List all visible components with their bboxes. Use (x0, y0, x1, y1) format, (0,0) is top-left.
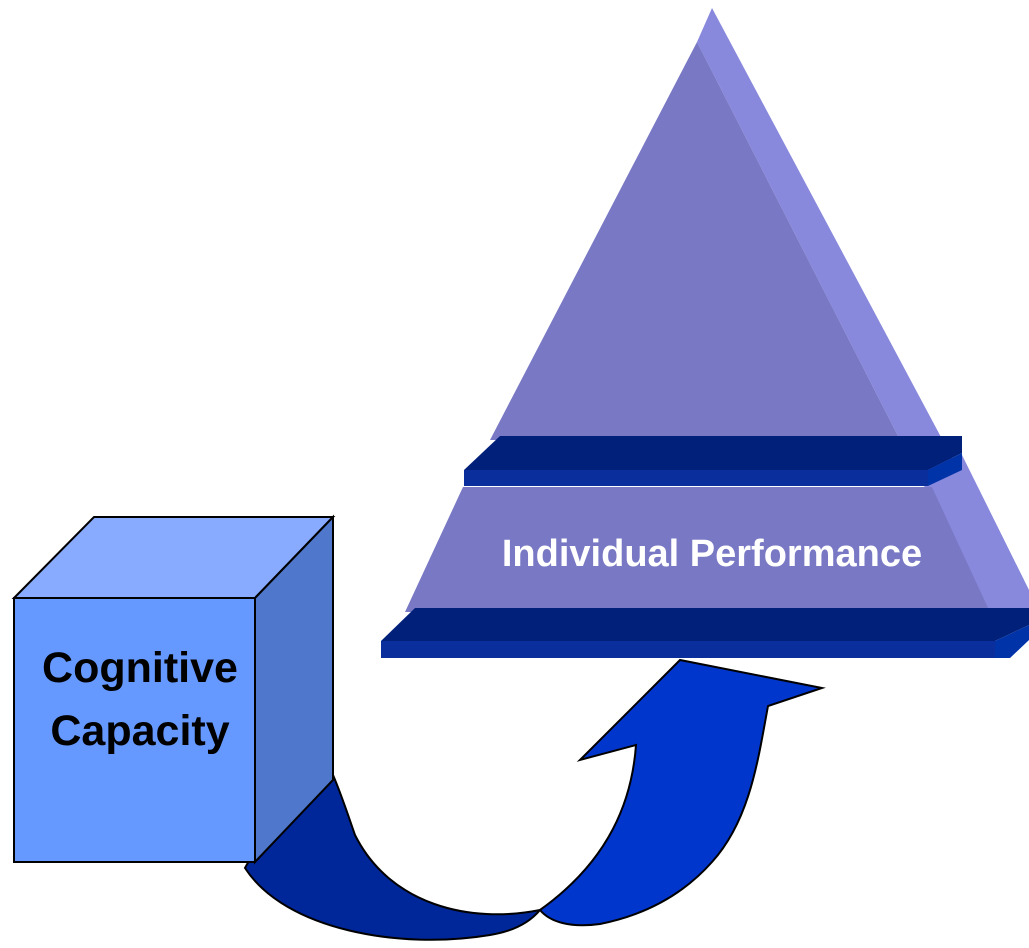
pyramid-top-section (490, 42, 900, 440)
pyramid-middle-side (932, 455, 1029, 612)
curved-arrow (243, 658, 826, 941)
cube-front-face (13, 597, 256, 863)
cube-label-line1: Cognitive (42, 644, 238, 692)
lower-band (381, 608, 1029, 658)
pyramid: Individual Performance (381, 8, 1029, 658)
cognitive-capacity-cube: Cognitive Capacity (11, 514, 336, 865)
upper-band (464, 436, 962, 486)
arrow-front-ribbon (538, 658, 826, 927)
pyramid-middle-section (405, 487, 990, 612)
pyramid-label: Individual Performance (502, 533, 922, 575)
cube-label-line2: Capacity (50, 707, 229, 755)
